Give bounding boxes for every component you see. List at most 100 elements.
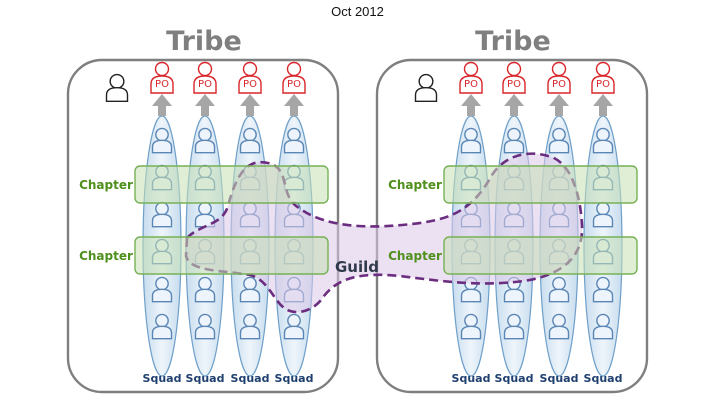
squad-member-icon-head	[198, 201, 212, 216]
guild-label: Guild	[335, 258, 379, 276]
squad-member-icon-head	[243, 127, 257, 142]
po-icon	[238, 61, 262, 94]
squad-member-icon-head	[155, 313, 169, 328]
tribe-lead-icon-head	[109, 73, 125, 89]
squad-member-icon-body	[239, 139, 261, 154]
po-body	[282, 75, 306, 94]
po-arrow-head	[504, 94, 524, 106]
squad-label: Squad	[495, 372, 534, 385]
squad-member-icon-head	[287, 313, 301, 328]
squad-label: Squad	[584, 372, 623, 385]
squad-member-icon	[592, 313, 614, 340]
po-arrow-head	[284, 94, 304, 106]
squad-member-icon	[239, 313, 261, 340]
squad-member-icon	[548, 127, 570, 154]
squad-member-icon	[194, 127, 216, 154]
po-head	[197, 61, 213, 77]
squad-member-icon-body	[460, 325, 482, 340]
squad-member-icon-body	[283, 325, 305, 340]
po-icon	[547, 61, 571, 94]
squad-member-icon-body	[194, 139, 216, 154]
squad-member-icon-body	[548, 288, 570, 303]
po-arrow-head	[240, 94, 260, 106]
squad-member-icon-head	[198, 313, 212, 328]
po-label: PO	[198, 79, 212, 90]
squad-member-icon	[592, 276, 614, 303]
tribe-lead-icon-head	[418, 73, 434, 89]
squad-label: Squad	[186, 372, 225, 385]
squad-member-icon	[239, 127, 261, 154]
squad-member-icon-body	[151, 213, 173, 228]
chapters-layer	[134, 165, 638, 275]
po-body	[238, 75, 262, 94]
squad-member-icon-body	[194, 213, 216, 228]
squad-member-icon-body	[460, 288, 482, 303]
squad-member-icon	[283, 127, 305, 154]
date-caption: Oct 2012	[331, 4, 384, 19]
po-label: PO	[507, 79, 521, 90]
squad-member-icon-body	[151, 139, 173, 154]
squad-member-icon-body	[592, 213, 614, 228]
squad-label: Squad	[540, 372, 579, 385]
squad-member-icon	[592, 127, 614, 154]
squad-member-icon	[194, 201, 216, 228]
po-icon	[193, 61, 217, 94]
squad-member-icon	[194, 276, 216, 303]
squad-member-icon-head	[507, 313, 521, 328]
squad-member-icon-head	[243, 313, 257, 328]
squad-member-icon-head	[552, 313, 566, 328]
po-arrow-head	[461, 94, 481, 106]
squad-member-icon	[503, 313, 525, 340]
po-head	[463, 61, 479, 77]
squad-member-icon-head	[596, 127, 610, 142]
po-icon	[150, 61, 174, 94]
chapter-label: Chapter	[79, 178, 133, 192]
po-arrow-shaft	[290, 103, 298, 116]
squad-member-icon-head	[596, 276, 610, 291]
squad-member-icon-body	[460, 139, 482, 154]
squad-member-icon	[283, 313, 305, 340]
squad-member-icon-body	[151, 325, 173, 340]
po-icon	[591, 61, 615, 94]
squad-member-icon-head	[155, 276, 169, 291]
po-body	[459, 75, 483, 94]
po-arrow-shaft	[246, 103, 254, 116]
po-body	[591, 75, 615, 94]
po-arrow-shaft	[555, 103, 563, 116]
chapter-band	[134, 165, 329, 204]
po-icon	[502, 61, 526, 94]
chapter-band	[443, 236, 638, 275]
po-arrow-head	[195, 94, 215, 106]
squad-member-icon	[592, 201, 614, 228]
chapter-band	[443, 165, 638, 204]
po-label: PO	[552, 79, 566, 90]
squad-member-icon-head	[243, 276, 257, 291]
tribe-lead-icon-body	[414, 86, 438, 102]
tribe-lead-icon	[105, 73, 129, 102]
squad-member-icon-head	[552, 276, 566, 291]
po-head	[154, 61, 170, 77]
squad-member-icon-head	[507, 127, 521, 142]
po-icon	[459, 61, 483, 94]
squad-member-icon-head	[552, 127, 566, 142]
squad-member-icon-body	[548, 325, 570, 340]
po-label: PO	[596, 79, 610, 90]
po-body	[150, 75, 174, 94]
squad-member-icon-body	[283, 139, 305, 154]
po-head	[506, 61, 522, 77]
squad-label: Squad	[143, 372, 182, 385]
tribe-lead-icon	[414, 73, 438, 102]
po-arrow-shaft	[201, 103, 209, 116]
squad-label: Squad	[275, 372, 314, 385]
po-arrow-head	[549, 94, 569, 106]
squad-member-icon	[503, 127, 525, 154]
squad-member-icon-head	[155, 127, 169, 142]
squad-member-icon-body	[548, 139, 570, 154]
po-head	[595, 61, 611, 77]
squad-member-icon-head	[464, 313, 478, 328]
po-label: PO	[243, 79, 257, 90]
squad-member-icon	[194, 313, 216, 340]
po-arrow-head	[593, 94, 613, 106]
po-body	[193, 75, 217, 94]
